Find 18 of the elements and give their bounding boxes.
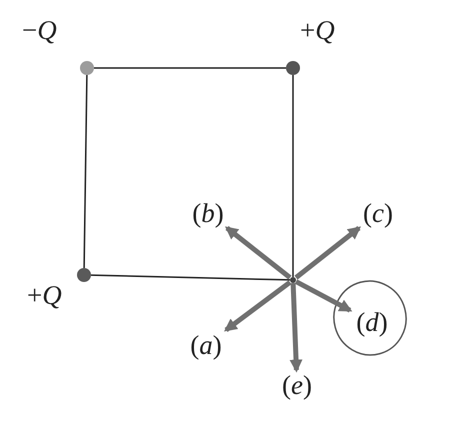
square-side — [94, 67, 286, 69]
charge-label: +Q — [300, 17, 335, 44]
square-side — [90, 274, 290, 281]
corner-point — [290, 277, 296, 283]
arrow — [225, 226, 292, 280]
arrow — [294, 226, 361, 280]
arrow — [294, 279, 352, 313]
option-label: (a) — [184, 330, 228, 360]
option-label: (b) — [186, 198, 230, 228]
option-label: (e) — [275, 370, 319, 400]
option-label: (c) — [356, 198, 400, 228]
arrow — [290, 282, 303, 373]
option-label: (d) — [350, 307, 394, 337]
charge-label: +Q — [27, 282, 62, 309]
charge-label: −Q — [22, 17, 57, 44]
arrow — [224, 280, 292, 332]
square-side — [292, 75, 294, 277]
square-side — [83, 74, 88, 268]
